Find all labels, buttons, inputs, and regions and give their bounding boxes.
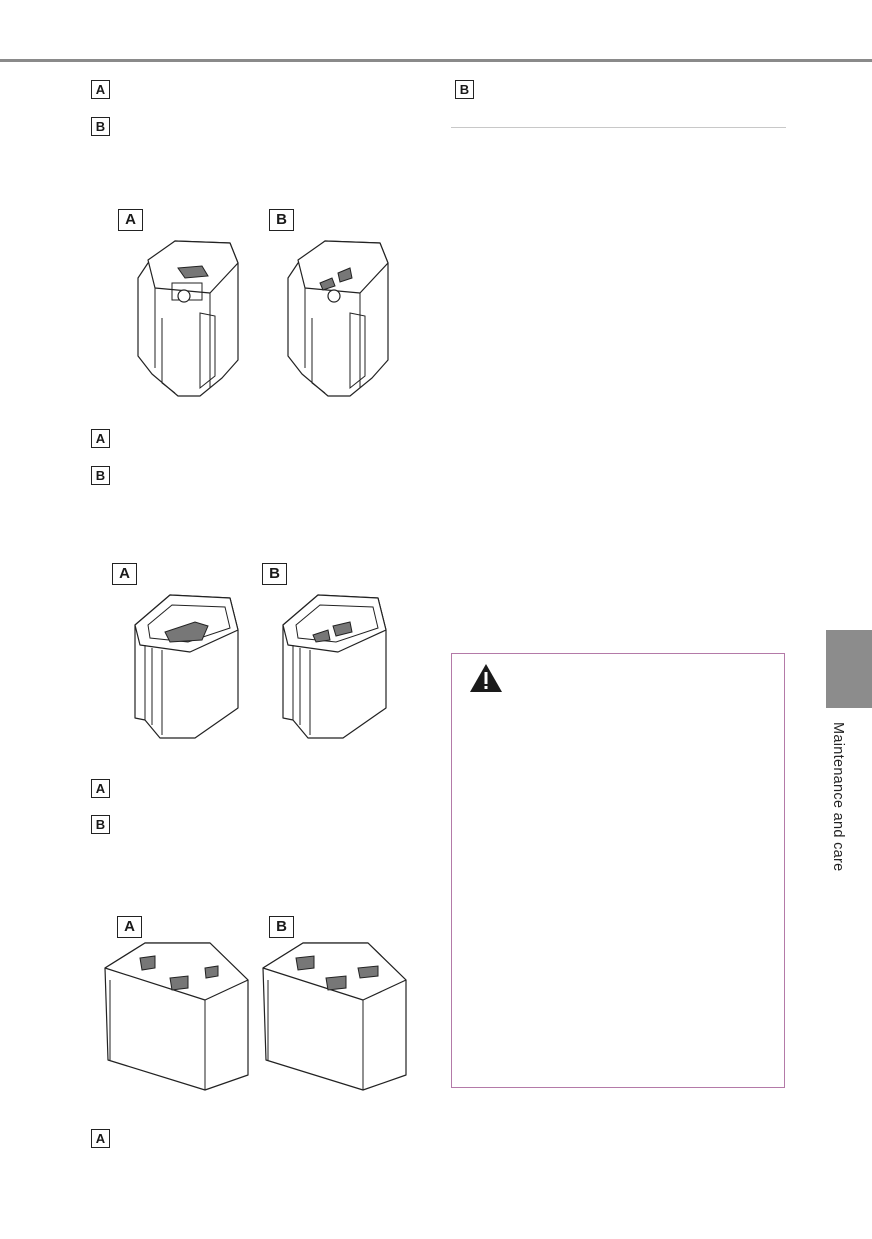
figure1-label-a: A — [118, 209, 143, 231]
section-tab — [826, 630, 872, 708]
fuse-a-drawing — [104, 942, 249, 1091]
header-rule — [0, 59, 872, 62]
figure1-label-b: B — [269, 209, 294, 231]
list-label-b-3: B — [91, 815, 110, 834]
right-list-label-b: B — [455, 80, 474, 99]
list-label-a-1: A — [91, 80, 110, 99]
figure2-fuse-illustration — [134, 594, 387, 739]
figure1-fuse-illustration — [137, 240, 389, 397]
list-label-a-3: A — [91, 779, 110, 798]
list-label-a-2: A — [91, 429, 110, 448]
fuse-a-drawing — [137, 240, 239, 397]
section-title: Maintenance and care — [830, 722, 846, 872]
figure3-fuse-illustration — [104, 942, 407, 1091]
fuse-a-drawing — [134, 594, 239, 739]
fuse-b-drawing — [282, 594, 387, 739]
figure2-label-a: A — [112, 563, 137, 585]
figure3-label-b: B — [269, 916, 294, 938]
figure3-label-a: A — [117, 916, 142, 938]
warning-box — [451, 653, 785, 1088]
list-label-a-4: A — [91, 1129, 110, 1148]
list-label-b-2: B — [91, 466, 110, 485]
fuse-b-drawing — [287, 240, 389, 397]
fuse-b-drawing — [262, 942, 407, 1091]
right-column-divider — [451, 127, 786, 128]
figure2-label-b: B — [262, 563, 287, 585]
warning-triangle-icon — [470, 664, 502, 692]
list-label-b-1: B — [91, 117, 110, 136]
